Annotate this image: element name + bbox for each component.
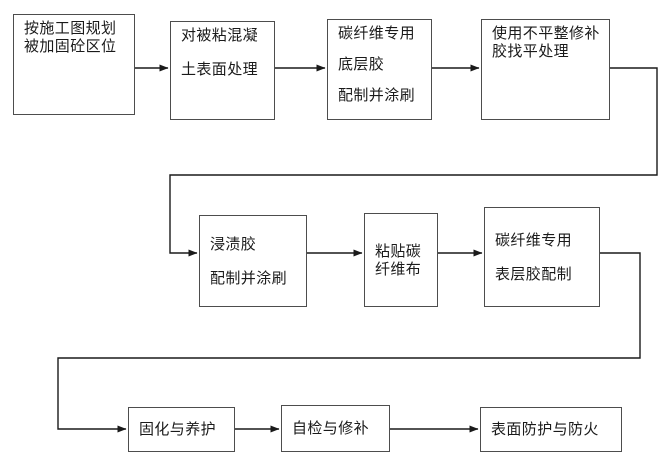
process-node-n8[interactable]: 固化与养护: [128, 407, 235, 452]
connector-n4-to-n5: [169, 67, 658, 257]
node-label-line: 碳纤维专用: [495, 230, 573, 249]
node-label-line: 碳纤维专用: [338, 24, 416, 42]
node-label-line: 底层胶: [338, 55, 385, 73]
process-node-n2[interactable]: 对被粘混凝土表面处理: [170, 21, 275, 120]
process-node-n10[interactable]: 表面防护与防火: [480, 407, 622, 452]
process-node-n9[interactable]: 自检与修补: [281, 405, 390, 452]
node-label-line: 表面防护与防火: [491, 420, 599, 438]
node-label-line: 被加固砼区位: [24, 37, 117, 55]
node-label-line: 配制并涂刷: [210, 268, 288, 287]
node-label-line: 胶找平处理: [492, 42, 570, 60]
node-label-line: 表层胶配制: [495, 264, 573, 283]
process-node-n6[interactable]: 粘贴碳纤维布: [364, 213, 438, 307]
process-node-n4[interactable]: 使用不平整修补胶找平处理: [481, 19, 610, 120]
node-label-line: 按施工图规划: [24, 19, 117, 37]
node-label-line: 浸渍胶: [210, 234, 257, 253]
node-label-line: 粘贴碳: [375, 241, 422, 260]
process-node-n5[interactable]: 浸渍胶配制并涂刷: [199, 215, 307, 307]
process-node-n3[interactable]: 碳纤维专用底层胶配制并涂刷: [327, 19, 432, 120]
node-label-line: 使用不平整修补: [492, 24, 600, 42]
node-label-line: 土表面处理: [181, 60, 259, 78]
node-label-line: 对被粘混凝: [181, 26, 259, 44]
connector-n7-to-n8: [57, 252, 641, 433]
node-label-line: 自检与修补: [292, 419, 370, 437]
node-label-line: 固化与养护: [139, 420, 217, 438]
node-label-line: 纤维布: [375, 259, 422, 278]
process-node-n1[interactable]: 按施工图规划被加固砼区位: [13, 14, 135, 115]
process-node-n7[interactable]: 碳纤维专用表层胶配制: [484, 207, 600, 307]
node-label-line: 配制并涂刷: [338, 86, 416, 104]
